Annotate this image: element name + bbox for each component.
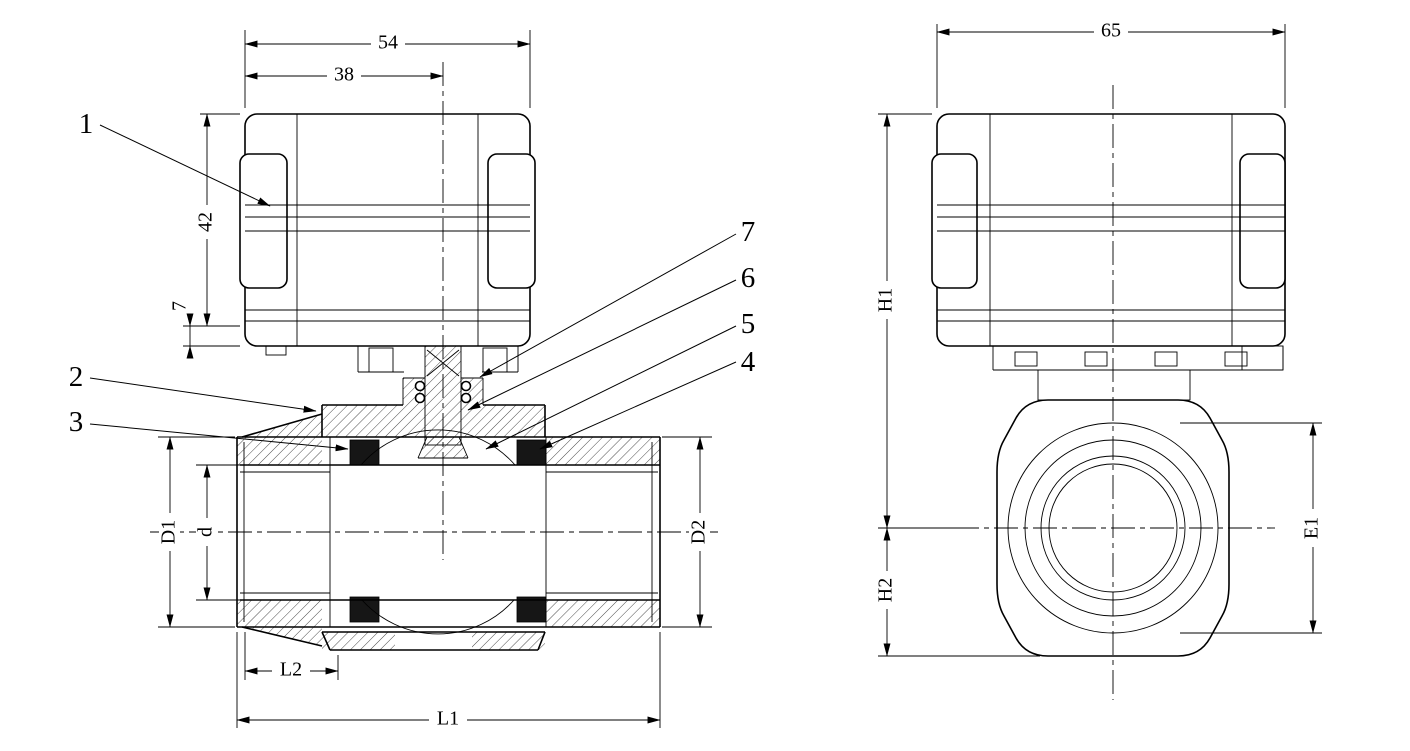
actuator-housing-front	[936, 113, 1286, 347]
dimensions-front: 65 H1 H2 E1	[875, 20, 1323, 657]
callouts: 1 2 3 7 6 5 4	[69, 108, 756, 452]
callout-6-label: 6	[741, 262, 756, 294]
dim-L1-label: L1	[437, 708, 459, 730]
dim-7-label: 7	[169, 301, 191, 311]
callout-2-label: 2	[69, 361, 84, 393]
side-section-hatching	[237, 346, 660, 650]
callout-1-label: 1	[79, 108, 94, 140]
front-centerlines	[955, 85, 1275, 700]
hex-body-outline	[996, 399, 1230, 657]
dim-H1-label: H1	[875, 288, 897, 312]
dim-D1-label: D1	[158, 520, 180, 544]
dim-d-label: d	[195, 527, 217, 537]
actuator-side	[239, 113, 536, 356]
mounting-bracket-front	[992, 345, 1284, 401]
dim-65-label: 65	[1101, 20, 1121, 42]
dim-L2-label: L2	[280, 659, 302, 681]
front-view: 65 H1 H2 E1	[875, 20, 1323, 700]
dim-D2-label: D2	[688, 520, 710, 544]
actuator-front-left-clip	[931, 153, 978, 289]
callout-7-label: 7	[741, 216, 756, 248]
callout-3-label: 3	[69, 406, 84, 438]
side-centerlines	[150, 62, 718, 560]
actuator-left-clip	[239, 153, 288, 289]
dim-42-label: 42	[195, 212, 217, 232]
callout-4-label: 4	[741, 346, 756, 378]
actuator-right-clip	[487, 153, 536, 289]
dim-38-label: 38	[334, 64, 354, 86]
ball-seats	[349, 439, 547, 623]
actuator-front-right-clip	[1239, 153, 1286, 289]
valve-body-side	[236, 404, 661, 651]
actuator-front	[931, 113, 1286, 347]
dimensions-side: 54 38 42 7 D1	[158, 30, 712, 730]
side-view: 54 38 42 7 D1	[69, 30, 756, 730]
callout-5-label: 5	[741, 308, 756, 340]
dim-H2-label: H2	[875, 578, 897, 602]
dim-54-label: 54	[378, 32, 398, 54]
dim-E1-label: E1	[1301, 517, 1323, 539]
